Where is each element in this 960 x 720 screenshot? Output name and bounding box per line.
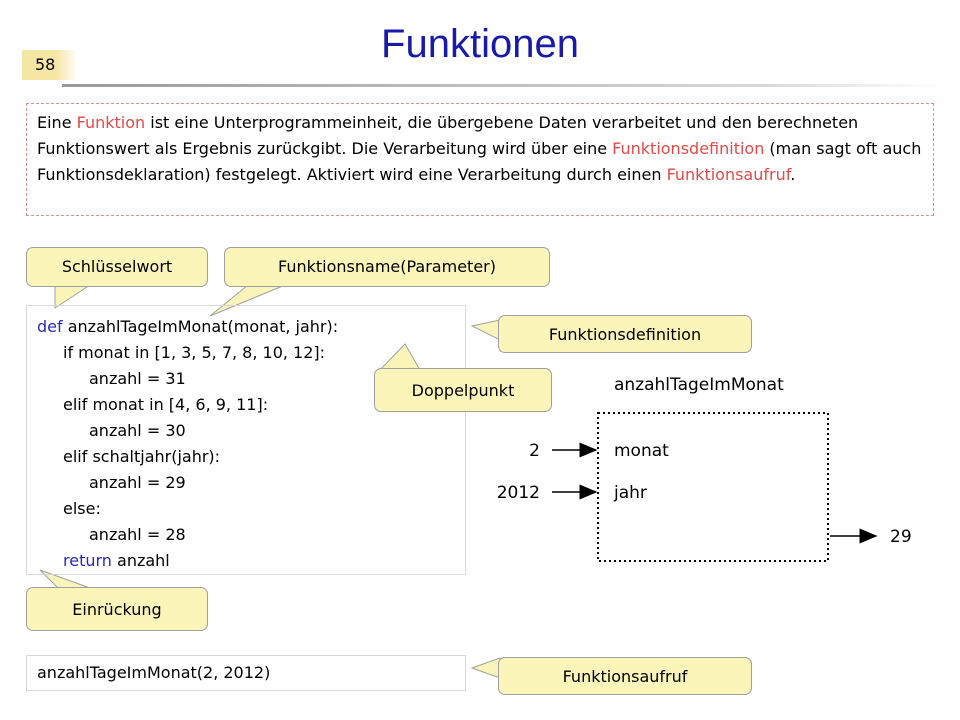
- intro-text: (man sagt oft auch Funktionsdeklaration)…: [37, 139, 922, 184]
- term-funktionsdefinition: Funktionsdefinition: [612, 139, 765, 158]
- callout-funktionsname: Funktionsname(Parameter): [224, 247, 550, 287]
- code-line: elif monat in [4, 6, 9, 11]:: [63, 395, 269, 414]
- title-divider: [62, 84, 940, 87]
- callout-einrueckung: Einrückung: [26, 587, 208, 631]
- code-line: anzahl = 31: [89, 369, 186, 388]
- code-block-call: anzahlTageImMonat(2, 2012): [26, 655, 466, 691]
- term-funktion: Funktion: [76, 113, 146, 132]
- intro-text: .: [790, 165, 796, 184]
- code-text: anzahl: [111, 551, 170, 570]
- callout-funktionsdefinition: Funktionsdefinition: [498, 315, 752, 353]
- code-text: anzahlTageImMonat(monat, jahr):: [62, 317, 339, 336]
- code-line: return anzahl: [37, 548, 455, 574]
- term-funktionsaufruf: Funktionsaufruf: [666, 165, 791, 184]
- function-call-text: anzahlTageImMonat(2, 2012): [37, 663, 271, 682]
- page-title: Funktionen: [381, 22, 579, 66]
- input-value-monat: 2: [529, 441, 540, 461]
- keyword-return: return: [63, 551, 112, 570]
- intro-text: Eine: [37, 113, 77, 132]
- code-line: if monat in [1, 3, 5, 7, 8, 10, 12]:: [63, 343, 326, 362]
- intro-text-box: Eine Funktion ist eine Unterprogrammeinh…: [26, 103, 934, 216]
- code-line: anzahl = 29: [89, 473, 186, 492]
- keyword-def: def: [37, 317, 63, 336]
- function-box: [597, 412, 829, 562]
- slide-number: 58: [22, 50, 78, 80]
- input-value-jahr: 2012: [497, 483, 540, 503]
- output-value: 29: [890, 527, 912, 547]
- param-monat: monat: [614, 441, 669, 461]
- code-line: elif schaltjahr(jahr):: [63, 447, 221, 466]
- param-jahr: jahr: [613, 483, 647, 503]
- code-line: anzahl = 30: [89, 421, 186, 440]
- diagram-function-name: anzahlTageImMonat: [614, 375, 784, 395]
- code-line: def anzahlTageImMonat(monat, jahr):: [37, 314, 455, 340]
- code-line: anzahl = 28: [89, 525, 186, 544]
- code-block-definition: def anzahlTageImMonat(monat, jahr): if m…: [26, 305, 466, 575]
- intro-text: ist eine Unterprogrammeinheit, die überg…: [37, 113, 859, 158]
- code-line: else:: [63, 499, 101, 518]
- callout-funktionsaufruf: Funktionsaufruf: [498, 657, 752, 695]
- callout-schluesselwort: Schlüsselwort: [26, 247, 208, 287]
- callout-doppelpunkt: Doppelpunkt: [374, 368, 552, 412]
